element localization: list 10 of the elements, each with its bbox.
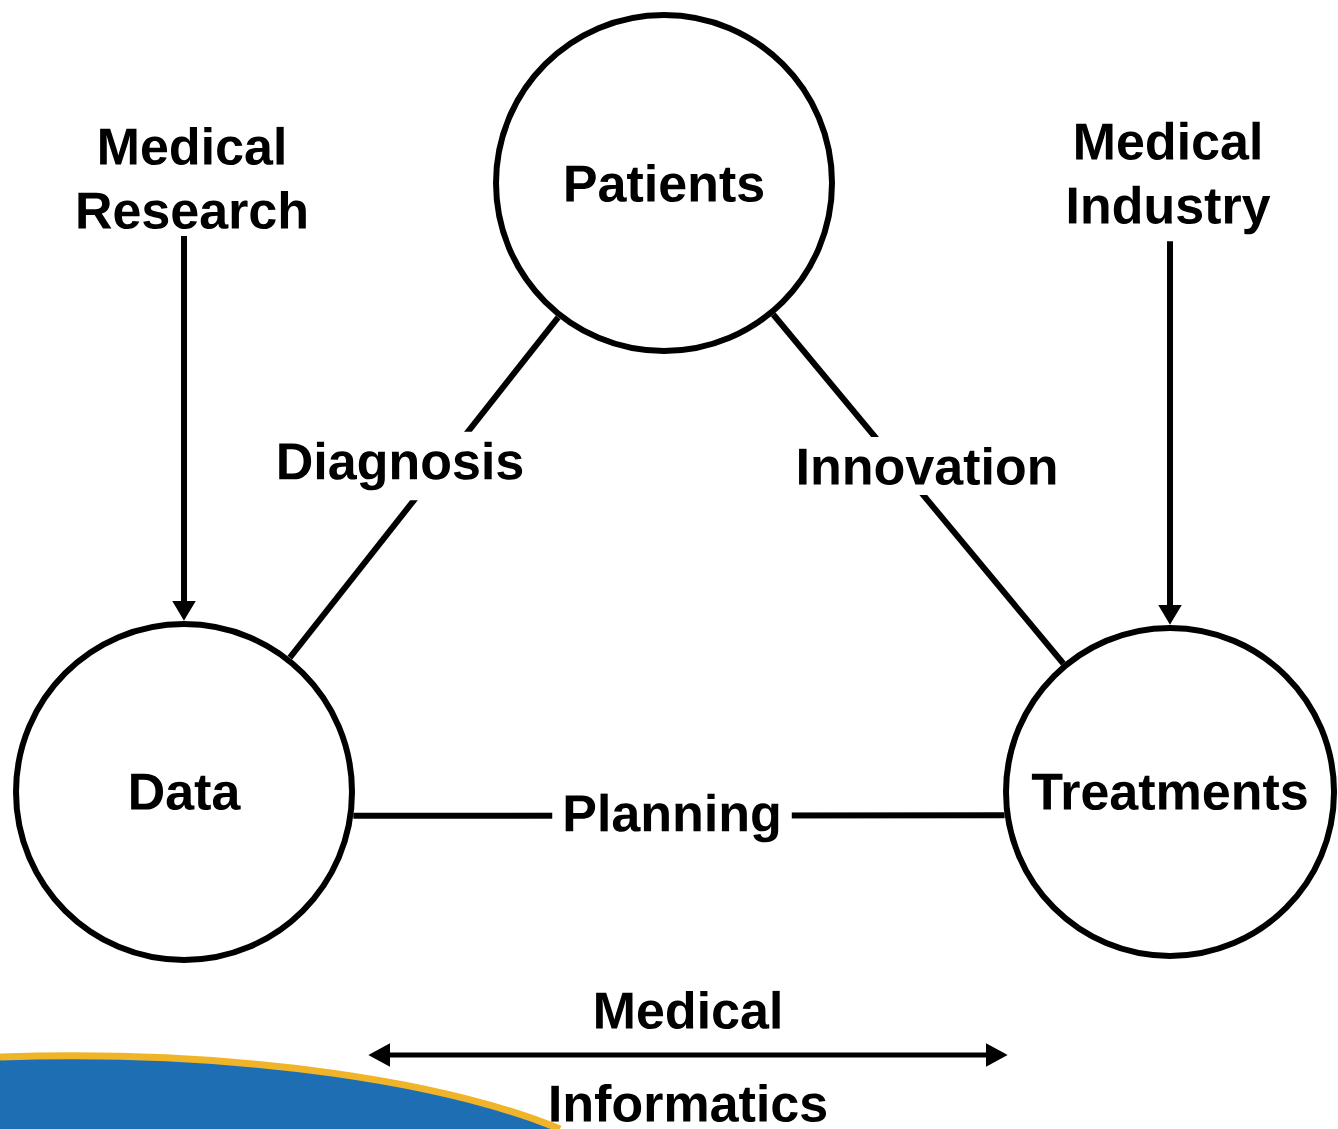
caption-text: Informatics bbox=[551, 1083, 826, 1123]
caption-text: Medical bbox=[596, 990, 780, 1030]
edge-label: Planning bbox=[552, 783, 792, 853]
circle-node: Treatments bbox=[1003, 625, 1337, 959]
source-text: Medical Research bbox=[78, 126, 306, 230]
source-text: Medical Industry bbox=[1068, 121, 1271, 235]
edge-label: Innovation bbox=[785, 436, 1069, 496]
circle-node: Data bbox=[13, 621, 355, 963]
edge-label: Diagnosis bbox=[265, 431, 535, 501]
circle-node: Patients bbox=[493, 12, 835, 354]
